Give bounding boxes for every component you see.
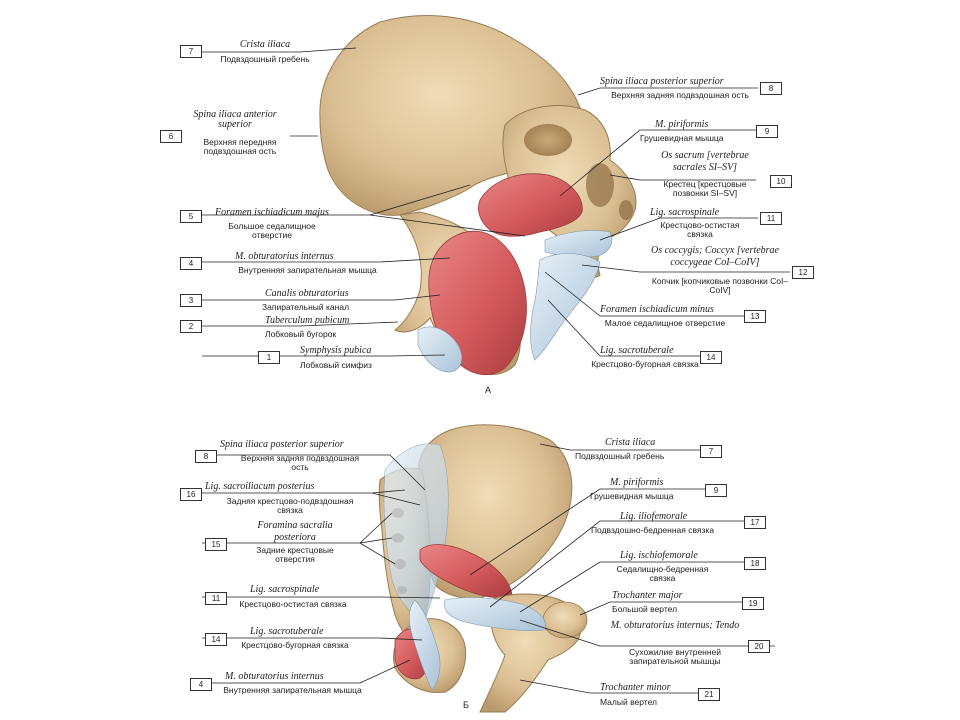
- label-latin-foramen-minus: Foramen ischiadicum minus: [600, 304, 714, 315]
- label-russian-coccyx: Копчик [копчиковые позвонки CoI–CoIV]: [651, 276, 789, 295]
- label-latin-canalis: Canalis obturatorius: [265, 288, 349, 299]
- label-latin-tuberculum: Tuberculum pubicum: [265, 315, 350, 326]
- label-russian-ischiofemorale: Седалищно-бедренная связка: [616, 564, 709, 583]
- label-number-box: 19: [742, 597, 764, 610]
- label-latin-trochanter-minor: Trochanter minor: [600, 682, 671, 693]
- panel-a-art: [319, 15, 637, 376]
- label-number-box: 9: [756, 125, 778, 138]
- label-number-box: 7: [700, 445, 722, 458]
- label-russian-spina-post-sup-b: Верхняя задняя подвздошная ость: [240, 453, 360, 472]
- label-russian-crista-iliaca-b: Подвздошный гребень: [575, 451, 665, 461]
- sacroiliac-lig-b: [383, 443, 449, 621]
- label-latin-obturatorius-b: M. obturatorius internus: [225, 671, 324, 682]
- label-latin-os-sacrum: Os sacrum [vertebrae sacrales SI–SV]: [661, 150, 749, 173]
- label-latin-crista-iliaca-b: Crista iliaca: [605, 437, 656, 448]
- panel-b-leaders: [200, 443, 775, 694]
- piriformis-a: [478, 173, 583, 237]
- label-number-box: 9: [705, 484, 727, 497]
- label-russian-crista-iliaca: Подвздошный гребень: [220, 54, 310, 64]
- label-latin-obturatorius-a: M. obturatorius internus: [235, 251, 334, 262]
- label-russian-sacrotuberale-b: Крестцово-бугорная связка: [241, 640, 349, 650]
- label-number-box: 12: [792, 266, 814, 279]
- label-number-box: 8: [760, 82, 782, 95]
- sacrotuberous-lig-b: [409, 599, 441, 691]
- label-russian-tuberculum: Лобковый бугорок: [265, 329, 337, 339]
- label-latin-sacrotuberale-b: Lig. sacrotuberale: [250, 626, 324, 637]
- label-latin-spina-ant-sup: Spina iliaca anterior superior: [193, 109, 277, 130]
- label-russian-sacroiliacum: Задняя крестцово-подвздошная связка: [226, 496, 354, 515]
- panel-b-art: [378, 424, 588, 713]
- label-russian-sacrotuberale-a: Крестцово-бугорная связка: [591, 359, 699, 369]
- label-russian-os-sacrum: Крестец [крестцовые позвонки SI–SV]: [663, 179, 747, 198]
- label-latin-tendo: M. obturatorius internus; Tendo: [610, 620, 740, 631]
- label-russian-symphysis: Лобковый симфиз: [300, 360, 372, 370]
- label-number-box: 6: [160, 130, 182, 143]
- label-number-box: 7: [180, 45, 202, 58]
- label-number-box: 3: [180, 294, 202, 307]
- label-number-box: 14: [205, 633, 227, 646]
- label-latin-piriformis: M. piriformis: [655, 119, 709, 130]
- label-russian-obturatorius-a: Внутренняя запирательная мышца: [238, 265, 377, 275]
- label-russian-tendo: Сухожилие внутренней запирательной мышцы: [628, 647, 722, 666]
- panel-a-letter: А: [485, 385, 492, 395]
- label-russian-foramen-majus: Большое седалищное отверстие: [228, 221, 316, 240]
- sacrotuberous-lig-a: [530, 253, 601, 361]
- label-latin-sacrospinale-b: Lig. sacrospinale: [250, 584, 320, 595]
- label-number-box: 1: [258, 351, 280, 364]
- label-number-box: 18: [744, 557, 766, 570]
- panel-a-leaders: [200, 47, 790, 357]
- label-russian-sacrospinale: Крестцово-остистая связка: [660, 220, 740, 239]
- label-russian-trochanter-major: Большой вертел: [612, 604, 678, 614]
- label-number-box: 4: [180, 257, 202, 270]
- label-latin-spina-post-sup-b: Spina iliaca posterior superior: [220, 439, 344, 450]
- label-russian-trochanter-minor: Малый вертел: [600, 697, 657, 707]
- label-latin-sacrospinale: Lig. sacrospinale: [650, 207, 720, 218]
- label-latin-sacrotuberale-a: Lig. sacrotuberale: [600, 345, 674, 356]
- label-latin-foramina-sacralia: Foramina sacralia posteriora: [257, 520, 333, 543]
- hip-ligaments-b: [444, 597, 546, 631]
- label-number-box: 4: [190, 678, 212, 691]
- label-number-box: 11: [760, 212, 782, 225]
- label-russian-spina-post-sup: Верхняя задняя подвздошная ость: [611, 90, 749, 100]
- label-number-box: 16: [180, 488, 202, 501]
- label-latin-ischiofemorale: Lig. ischiofemorale: [620, 550, 698, 561]
- label-russian-foramen-minus: Малое седалищное отверстие: [604, 318, 726, 328]
- label-number-box: 11: [205, 592, 227, 605]
- label-russian-foramina-sacralia: Задние крестцовые отверстия: [256, 545, 334, 564]
- label-russian-spina-ant-sup: Верхняя передняя подвздошная ость: [203, 137, 277, 156]
- label-number-box: 5: [180, 210, 202, 223]
- label-number-box: 13: [744, 310, 766, 323]
- label-latin-sacroiliacum: Lig. sacroiliacum posterius: [205, 481, 315, 492]
- label-latin-crista-iliaca: Crista iliaca: [239, 39, 291, 50]
- label-russian-piriformis-b: Грушевидная мышца: [590, 491, 674, 501]
- label-number-box: 2: [180, 320, 202, 333]
- label-latin-foramen-majus: Foramen ischiadicum majus: [215, 207, 329, 218]
- label-number-box: 14: [700, 351, 722, 364]
- label-number-box: 21: [698, 688, 720, 701]
- label-number-box: 15: [205, 538, 227, 551]
- label-russian-obturatorius-b: Внутренняя запирательная мышца: [223, 685, 362, 695]
- label-latin-iliofemorale: Lig. iliofemorale: [620, 511, 688, 522]
- label-number-box: 20: [748, 640, 770, 653]
- label-number-box: 8: [195, 450, 217, 463]
- label-latin-piriformis-b: M. piriformis: [610, 477, 664, 488]
- label-russian-sacrospinale-b: Крестцово-остистая связка: [239, 599, 347, 609]
- label-russian-iliofemorale: Подвздошно-бедренная связка: [590, 525, 715, 535]
- panel-b-letter: Б: [463, 700, 469, 710]
- label-number-box: 17: [744, 516, 766, 529]
- label-russian-canalis: Запирательный канал: [262, 302, 350, 312]
- label-latin-symphysis: Symphysis pubica: [300, 345, 372, 356]
- label-latin-trochanter-major: Trochanter major: [612, 590, 683, 601]
- label-latin-spina-post-sup: Spina iliaca posterior superior: [600, 76, 724, 87]
- label-russian-piriformis: Грушевидная мышца: [640, 133, 724, 143]
- label-number-box: 10: [770, 175, 792, 188]
- symphysis-a: [417, 326, 463, 373]
- label-latin-coccyx: Os coccygis; Coccyx [vertebrae coccygeae…: [651, 245, 779, 268]
